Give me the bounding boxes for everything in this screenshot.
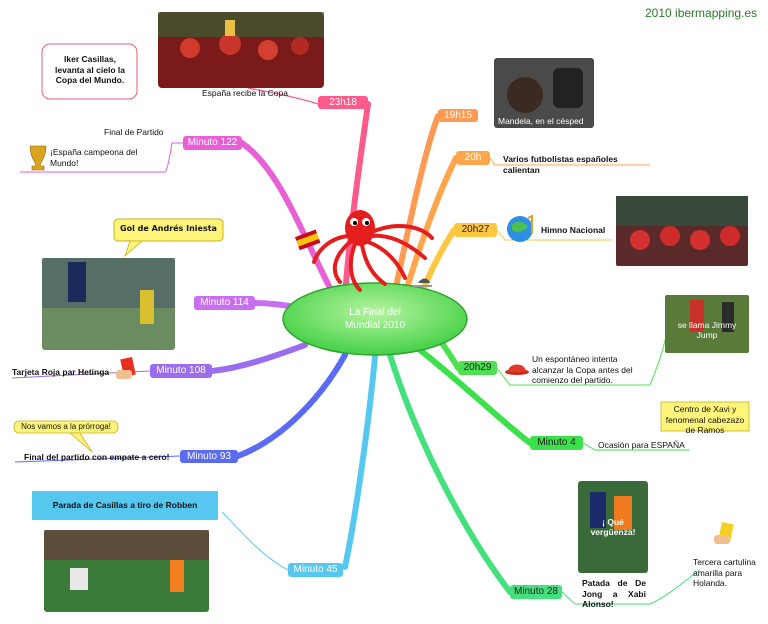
text-tercera-cartulina: Tercera cartulina amarilla para Holanda. <box>693 557 763 589</box>
text-final-de-partido: Final de Partido <box>104 127 184 138</box>
branch-23h18-line <box>345 104 368 295</box>
caption-mandela: Mandela, en el césped <box>498 116 592 126</box>
callout-casillas-text: Iker Casillas, levanta al cielo la Copa … <box>50 54 130 86</box>
text-himno-nacional: Himno Nacional <box>541 225 611 236</box>
text-tarjeta-roja: Tarjeta Roja par Hetinga <box>12 367 122 378</box>
music-globe-icon <box>507 216 533 242</box>
branch-122-line <box>242 143 335 298</box>
label-minuto-122[interactable]: Minuto 122 <box>183 136 242 149</box>
label-minuto-93[interactable]: Minuto 93 <box>180 450 238 463</box>
text-espana-campeona: ¡España campeona del Mundo! <box>50 147 150 168</box>
branch-45-line <box>345 357 375 567</box>
text-patada-de-jong: Patada de De Jong a Xabi Alonso! <box>582 578 646 610</box>
label-minuto-45[interactable]: Minuto 45 <box>288 563 343 576</box>
text-espontaneo: Un espontáneo intenta alcanzar la Copa a… <box>532 354 642 386</box>
central-topic-line2: Mundial 2010 <box>345 320 405 331</box>
callout-iniesta-text: Gol de Andrés Iniesta <box>114 224 223 234</box>
text-final-empate: Final del partido con empate a cero! <box>24 452 174 463</box>
text-ocasion-espana: Ocasión para ESPAÑA <box>598 440 688 451</box>
hat-icon <box>505 365 529 376</box>
caption-que-verguenza: ¡ Qué vergüenza! <box>588 517 638 537</box>
photo-anthem <box>616 196 748 266</box>
label-20h27[interactable]: 20h27 <box>454 223 497 236</box>
central-topic[interactable] <box>283 283 467 355</box>
caption-spain-receives-cup: España recibe la Copa <box>195 88 295 99</box>
central-topic-line1: La Final del <box>349 307 401 318</box>
branch-45-thin <box>222 512 288 570</box>
text-futbolistas-calientan: Varios futbolistas españoles calientan <box>503 154 653 175</box>
label-23h18[interactable]: 23h18 <box>318 96 368 109</box>
callout-prorroga-text: Nos vamos a la prórroga! <box>14 422 118 432</box>
callout-iniesta-pointer <box>125 241 142 256</box>
photo-iniesta-goal <box>42 258 175 350</box>
label-20h[interactable]: 20h <box>456 151 490 164</box>
octopus-icon <box>314 210 432 290</box>
label-20h29[interactable]: 20h29 <box>458 361 497 374</box>
label-19h15[interactable]: 19h15 <box>438 109 478 122</box>
label-minuto-114[interactable]: Minuto 114 <box>194 296 255 309</box>
photo-spain-receives-cup <box>158 12 324 88</box>
yellow-card-icon <box>714 522 734 544</box>
photo-casillas-save <box>44 530 209 612</box>
banner-casillas-save-text: Parada de Casillas a tiro de Robben <box>32 500 218 511</box>
branch-2029-line <box>440 340 458 368</box>
branch-93-line <box>238 355 345 456</box>
label-minuto-108[interactable]: Minuto 108 <box>150 364 212 377</box>
callout-prorroga-pointer <box>70 433 92 452</box>
label-minuto-4[interactable]: Minuto 4 <box>530 436 583 449</box>
world-cup-trophy-icon <box>30 146 46 170</box>
spain-flag-icon <box>295 230 320 251</box>
branch-108-line <box>212 345 305 371</box>
callout-ramos-text: Centro de Xavi y fenomenal cabezazo de R… <box>663 404 747 436</box>
caption-jimmy-jump: se llama Jimmy Jump <box>667 320 747 340</box>
label-minuto-28[interactable]: Minuto 28 <box>510 585 562 598</box>
branch-28-line <box>390 355 510 592</box>
watermark: 2010 ibermapping.es <box>645 6 757 20</box>
